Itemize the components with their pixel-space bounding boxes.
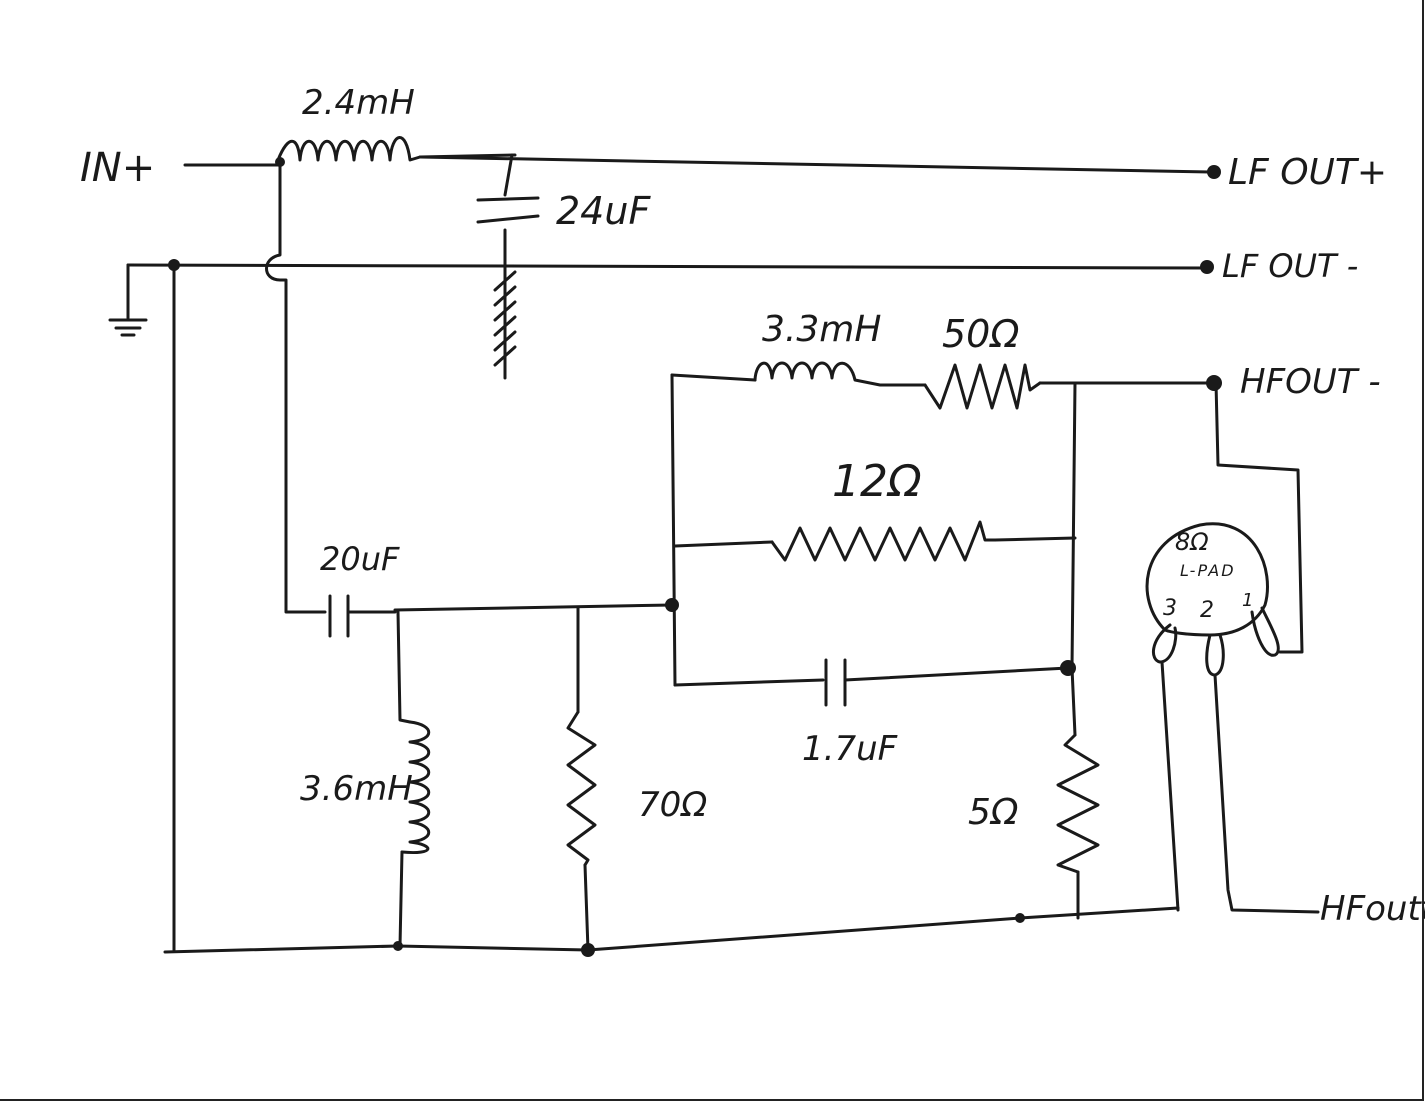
lf-plus-wire: [418, 155, 1212, 174]
label-lpad-value: 8Ω: [1175, 528, 1209, 556]
inductor-2-4mh: [276, 136, 517, 162]
label-lpad-pin2: 2: [1200, 598, 1214, 623]
label-c-1-7uf: 1.7uF: [802, 729, 898, 769]
label-hf-out-minus: HFOUT -: [1240, 362, 1381, 402]
resistor-5: [1056, 733, 1100, 874]
junction-hf-left: [665, 598, 679, 612]
resistor-50: [923, 363, 1042, 410]
junction-ground: [168, 259, 180, 271]
branch-top-lead: [670, 373, 757, 382]
label-r-12: 12Ω: [832, 456, 922, 507]
label-l-3-6mh: 3.6mH: [300, 769, 413, 809]
inductor-3-6mh: [400, 720, 431, 855]
junction-bottom-r70: [581, 943, 595, 957]
r-70-bottom-lead: [583, 863, 590, 952]
hf-minus-to-lpad: [1214, 381, 1304, 654]
label-l-2-4mh: 2.4mH: [302, 83, 415, 123]
mid-node-wire: [393, 603, 674, 612]
lpad-pin3-lead: [1160, 660, 1180, 912]
lf-minus-wire: [126, 263, 1212, 270]
inductor-3-3mh: [753, 361, 927, 387]
lpad-pin2-lead: [1213, 673, 1320, 914]
cap-24uf-plate-bottom: [476, 214, 540, 224]
label-l-3-3mh: 3.3mH: [762, 309, 882, 350]
l-3-6mh-bottom-lead: [398, 850, 404, 948]
branch-mid-lead: [673, 540, 774, 548]
junction-bottom-mid: [1015, 913, 1025, 923]
junction-in-plus: [275, 157, 285, 167]
label-c-24uf: 24uF: [556, 189, 651, 233]
terminal-hf-minus: [1206, 375, 1222, 391]
branch-low-lead: [673, 678, 825, 687]
lpad-lug-3: [1151, 623, 1178, 664]
terminal-lf-plus: [1207, 165, 1221, 179]
l-3-6mh-top-lead: [396, 610, 412, 724]
label-lpad-name: L-PAD: [1180, 561, 1236, 580]
label-lpad-pin3: 3: [1163, 596, 1177, 621]
hf-left-rail: [670, 373, 677, 687]
junction-bottom-l36: [393, 941, 403, 951]
label-in-plus: IN+: [80, 145, 156, 191]
label-r-70: 70Ω: [638, 785, 708, 825]
label-lf-out-minus: LF OUT -: [1222, 247, 1359, 285]
label-c-20uf: 20uF: [320, 540, 400, 578]
junction-hf-right: [1060, 660, 1076, 676]
label-r-50: 50Ω: [942, 312, 1020, 356]
ground-symbol: [108, 318, 148, 337]
terminal-lf-minus: [1200, 260, 1214, 274]
label-lf-out-plus: LF OUT+: [1228, 152, 1388, 193]
label-hf-out-plus: HFoutt: [1320, 889, 1425, 929]
in-plus-vertical: [265, 160, 327, 614]
lpad-lug-1: [1250, 606, 1280, 657]
hf-right-rail: [1070, 381, 1077, 737]
cap-24uf-plate-top: [476, 196, 540, 202]
bottom-return-wire: [163, 906, 1180, 954]
cap-24uf-lead-top: [503, 153, 514, 197]
resistor-12: [770, 520, 1077, 562]
cap-24uf-hatch: [493, 270, 517, 367]
lpad-body: [1145, 522, 1269, 637]
label-r-5: 5Ω: [968, 792, 1019, 833]
lpad-lug-2: [1205, 633, 1225, 677]
cap-1-7uf-right-lead: [843, 666, 1070, 682]
resistor-70: [566, 710, 597, 867]
label-lpad-pin1: 1: [1242, 590, 1254, 611]
